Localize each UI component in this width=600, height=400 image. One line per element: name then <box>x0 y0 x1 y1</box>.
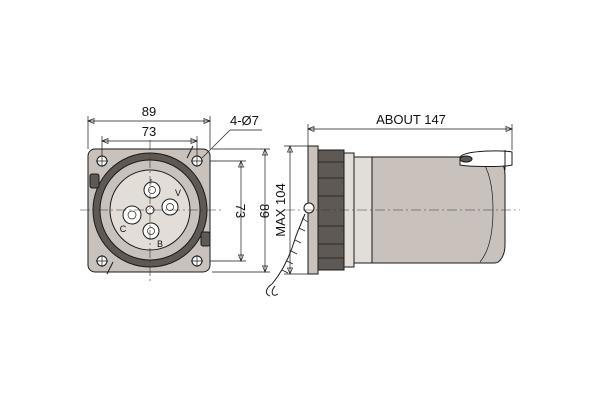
dim-mounting-holes: 4-Ø7 <box>230 113 259 128</box>
pin-mark-right: V <box>175 188 181 198</box>
pin-mark-bottom: B <box>157 239 163 249</box>
dim-height-outer: 89 <box>257 204 272 218</box>
pin-right <box>161 198 179 216</box>
pin-top <box>143 181 161 199</box>
front-dimensions: 89 73 73 89 4-Ø7 <box>87 104 272 273</box>
dim-height-inner: 73 <box>233 204 248 218</box>
dim-side-length: ABOUT 147 <box>376 112 446 127</box>
side-view <box>265 145 520 297</box>
dim-side-height: MAX 104 <box>273 183 288 236</box>
dim-width-outer: 89 <box>142 104 156 119</box>
dim-width-inner: 73 <box>142 124 156 139</box>
side-dimensions: ABOUT 147 MAX 104 <box>273 112 513 275</box>
front-view: ↑ V C B <box>80 140 222 282</box>
pin-bottom <box>142 222 160 240</box>
rear-latch <box>459 150 513 167</box>
pin-mark-top: ↑ <box>149 176 154 186</box>
pin-contacts <box>122 181 179 240</box>
pin-mark-left: C <box>120 224 127 234</box>
pin-left <box>122 205 142 225</box>
